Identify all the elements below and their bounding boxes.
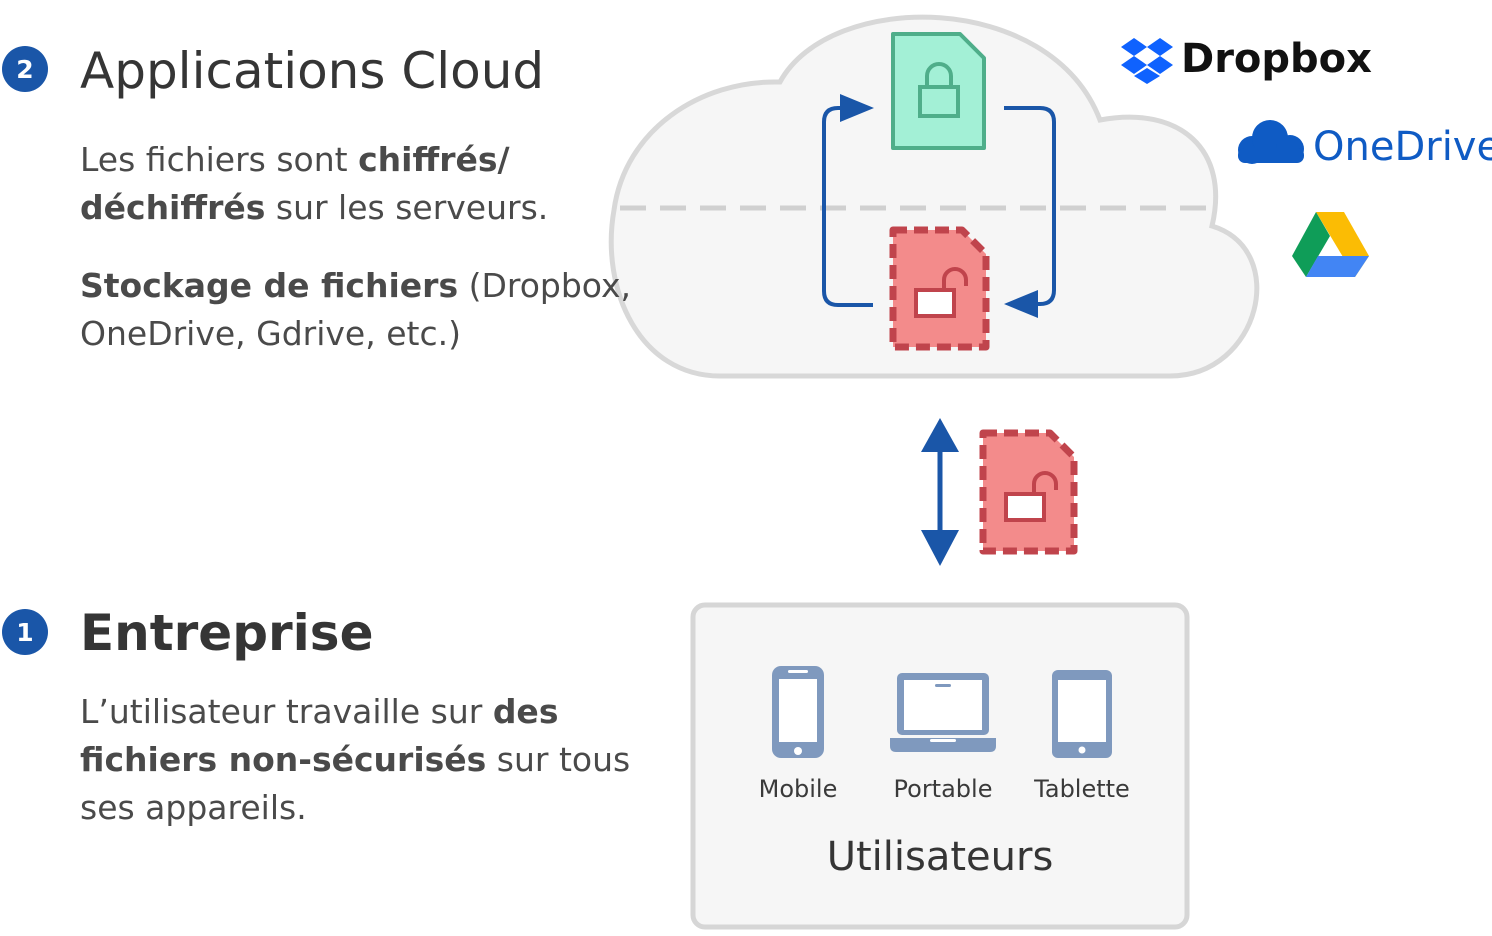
cycle-arrow-left xyxy=(822,106,873,307)
tablet-icon xyxy=(1052,670,1112,758)
cloud-section-description: Les fichiers sont chiffrés/ déchiffrés s… xyxy=(80,136,548,232)
dropbox-name: Dropbox xyxy=(1181,36,1372,82)
cycle-arrowhead-left xyxy=(840,94,874,122)
dropbox-icon xyxy=(1121,38,1173,84)
cycle-arrow-right xyxy=(1004,106,1056,306)
enterprise-desc-line1: L’utilisateur travaille sur xyxy=(80,692,493,731)
dropbox-logo: Dropbox xyxy=(1121,36,1372,84)
device-label-laptop: Portable xyxy=(894,775,993,803)
enterprise-desc-line1-bold: des xyxy=(492,692,559,731)
enterprise-desc-line2-bold: fichiers non-sécurisés xyxy=(80,740,487,779)
users-box-title: Utilisateurs xyxy=(827,834,1054,880)
enterprise-section-description: L’utilisateur travaille sur des fichiers… xyxy=(80,688,630,832)
mobile-icon xyxy=(772,666,824,758)
device-label-tablet: Tablette xyxy=(1033,775,1130,803)
google-drive-icon xyxy=(1292,212,1369,277)
step-2-badge: 2 xyxy=(2,46,48,92)
cloud-desc-1-bold-b: déchiffrés xyxy=(80,188,266,227)
cloud-desc-1-text: Les fichiers sont xyxy=(80,140,359,179)
encrypted-file-icon xyxy=(891,32,986,150)
cloud-desc-1-bold-a: chiffrés/ xyxy=(358,140,510,179)
transfer-arrow xyxy=(921,418,959,566)
cycle-arrowhead-right xyxy=(1004,290,1038,318)
onedrive-name: OneDrive xyxy=(1313,124,1492,170)
cloud-section-title: Applications Cloud xyxy=(80,42,545,100)
enterprise-desc-line2-after: sur tous xyxy=(486,740,631,779)
cloud-desc-1-after: sur les serveurs. xyxy=(265,188,549,227)
onedrive-logo: OneDrive xyxy=(1238,120,1492,170)
cloud-desc-2-bold: Stockage de fichiers xyxy=(80,266,459,305)
unencrypted-file-cloud-icon xyxy=(889,226,990,351)
enterprise-desc-line3: ses appareils. xyxy=(80,788,307,827)
cloud-shape xyxy=(608,14,1260,379)
device-label-mobile: Mobile xyxy=(759,775,838,803)
step-1-number: 1 xyxy=(16,617,34,647)
step-1-badge: 1 xyxy=(2,609,48,655)
unencrypted-file-transfer-icon xyxy=(979,429,1078,555)
cloud-desc-2-line2: OneDrive, Gdrive, etc.) xyxy=(80,314,461,353)
onedrive-icon xyxy=(1238,120,1304,164)
enterprise-section-title: Entreprise xyxy=(80,604,374,662)
laptop-icon xyxy=(890,673,996,752)
step-2-number: 2 xyxy=(16,54,34,84)
cloud-storage-description: Stockage de fichiers (Dropbox, OneDrive,… xyxy=(80,262,631,358)
cloud-desc-2-line1-after: (Dropbox, xyxy=(458,266,632,305)
